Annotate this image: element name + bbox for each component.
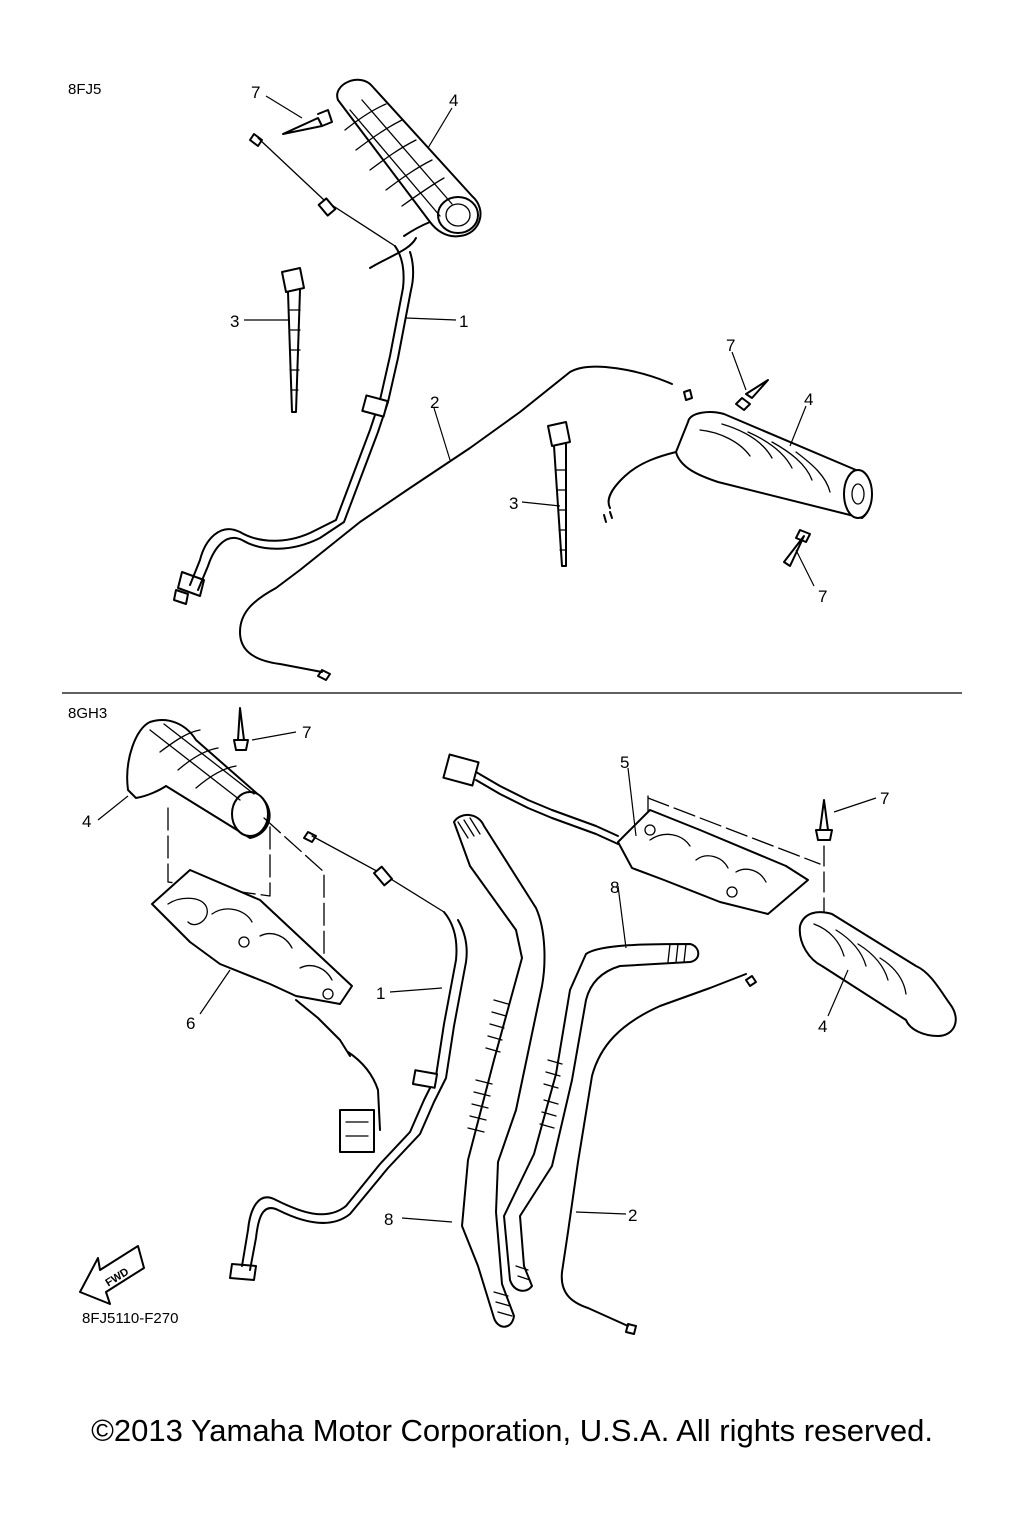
callout-7: 7 bbox=[880, 789, 889, 808]
screw-7-bottom-left bbox=[233, 707, 249, 751]
callout-1: 1 bbox=[459, 312, 468, 331]
callout-6: 6 bbox=[186, 1014, 195, 1033]
callout-7: 7 bbox=[302, 723, 311, 742]
callout-3: 3 bbox=[509, 494, 518, 513]
callout-4: 4 bbox=[804, 390, 813, 409]
callout-1: 1 bbox=[376, 984, 385, 1003]
screw-7-right-top bbox=[735, 379, 769, 411]
figure-code: 8FJ5110-F270 bbox=[82, 1310, 178, 1327]
callout-3: 3 bbox=[230, 312, 239, 331]
cable-1-top bbox=[173, 133, 417, 605]
callout-7: 7 bbox=[726, 336, 735, 355]
heater-element-6 bbox=[151, 869, 353, 1057]
callout-8: 8 bbox=[610, 878, 619, 897]
callout-4: 4 bbox=[82, 812, 91, 831]
section-code-8fj5: 8FJ5 bbox=[68, 81, 101, 98]
cable-1-bottom bbox=[229, 831, 468, 1281]
connector-5 bbox=[442, 753, 619, 845]
fwd-arrow-icon: FWD bbox=[79, 1245, 145, 1305]
cable-tie-3-top bbox=[281, 267, 305, 413]
section-code-8gh3: 8GH3 bbox=[68, 705, 107, 722]
screw-7-top bbox=[282, 109, 333, 135]
handlebar-pad-8-left bbox=[453, 814, 546, 1328]
grip-bottom-left bbox=[126, 719, 271, 839]
cable-2-top bbox=[239, 365, 693, 681]
grip-top-left bbox=[336, 78, 482, 238]
screw-7-bottom-right bbox=[783, 529, 811, 567]
callout-2: 2 bbox=[430, 393, 439, 412]
callout-8: 8 bbox=[384, 1210, 393, 1229]
grip-bottom-right bbox=[798, 911, 957, 1037]
callout-7: 7 bbox=[818, 587, 827, 606]
callout-4: 4 bbox=[449, 91, 458, 110]
callout-7: 7 bbox=[251, 83, 260, 102]
callout-5: 5 bbox=[620, 753, 629, 772]
callout-2: 2 bbox=[628, 1206, 637, 1225]
screw-7-bottom-right bbox=[815, 799, 833, 917]
callout-4: 4 bbox=[818, 1017, 827, 1036]
cable-2-bottom bbox=[560, 973, 757, 1335]
heater-element-5 bbox=[617, 795, 821, 915]
handlebar-pad-8-right bbox=[503, 943, 700, 1292]
copyright-notice: ©2013 Yamaha Motor Corporation, U.S.A. A… bbox=[91, 1413, 933, 1448]
grip-top-right bbox=[603, 411, 873, 523]
cable-tie-3-right bbox=[547, 421, 571, 567]
